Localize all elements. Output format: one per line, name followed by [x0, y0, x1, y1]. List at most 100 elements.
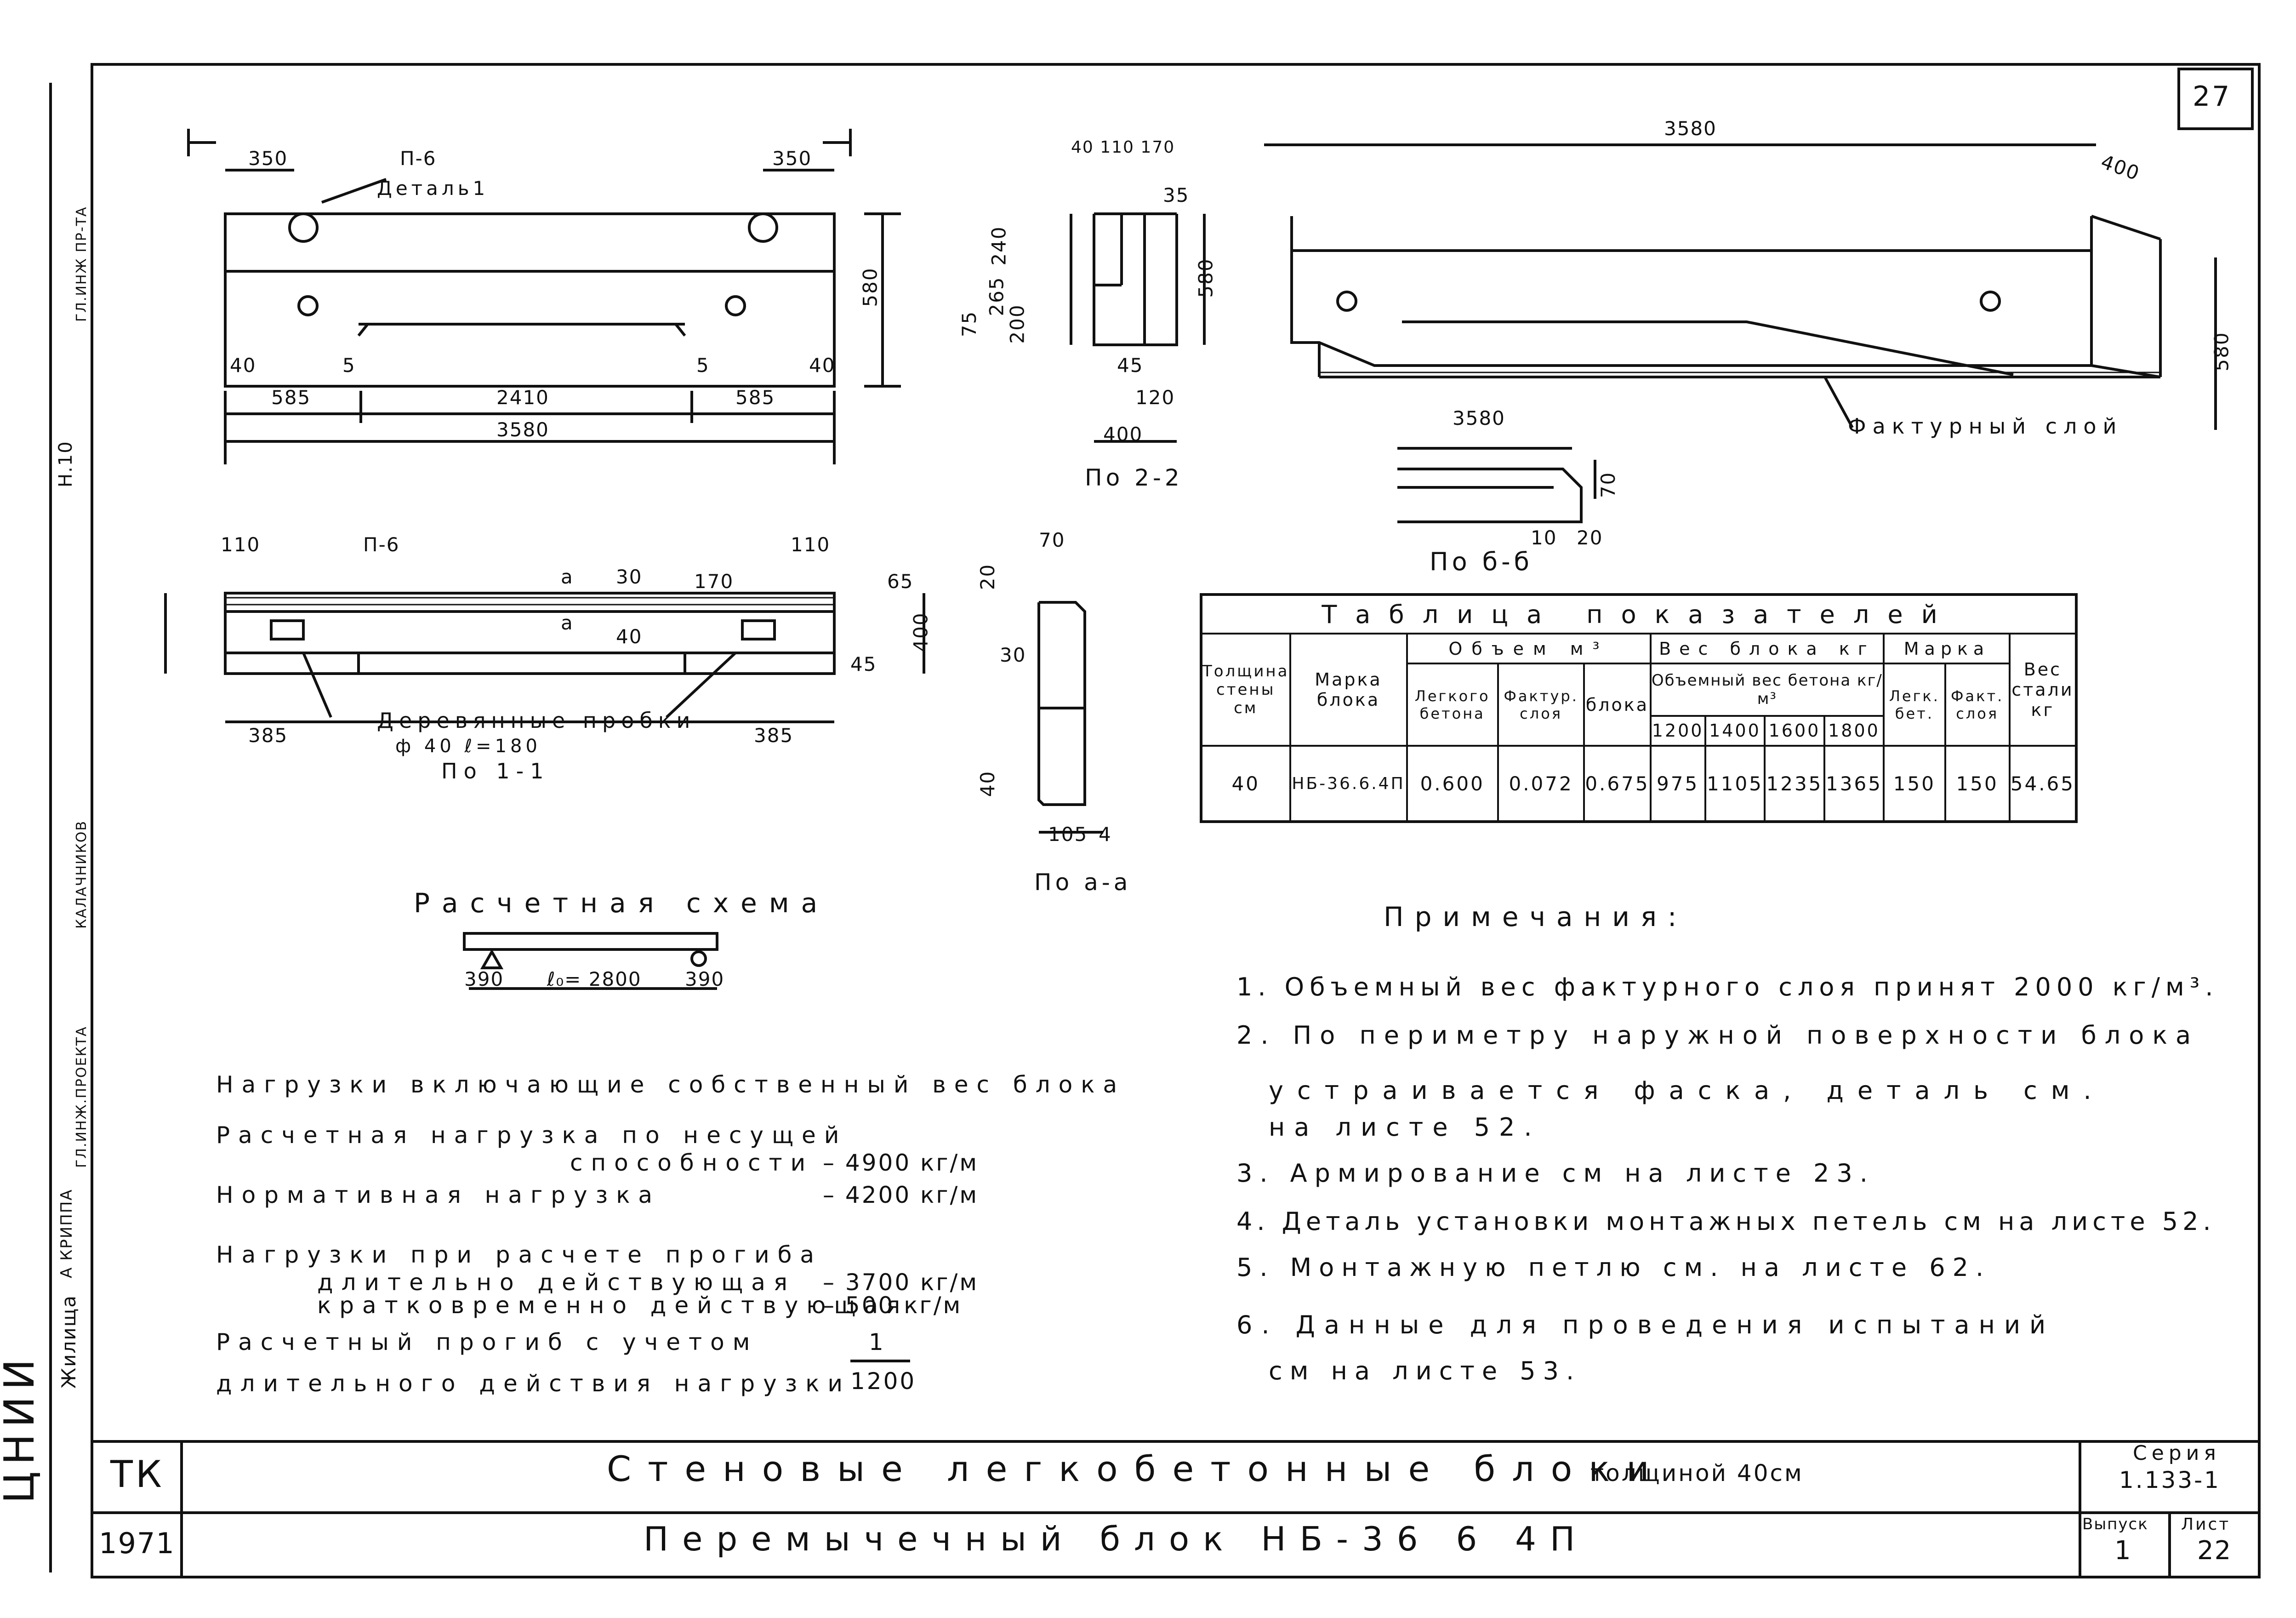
dim-2410: 2410 — [496, 386, 549, 409]
note-3: 3. Армирование см на листе 23. — [1236, 1159, 1875, 1188]
plan-385-left: 385 — [248, 724, 288, 747]
elevation-detail-label: Деталь1 — [377, 177, 489, 200]
plan-30: 30 — [616, 566, 643, 588]
s22-35: 35 — [1163, 184, 1190, 206]
td-light: 0.600 — [1406, 745, 1499, 823]
plugs-size: ф 40 ℓ=180 — [395, 736, 541, 757]
side-label-4: Н.10 — [55, 440, 76, 487]
persp-3580: 3580 — [1664, 117, 1717, 140]
sa-20: 20 — [976, 563, 999, 590]
stamp-title: Стеновые легкобетонные блоки — [607, 1448, 1666, 1489]
dim-40-left: 40 — [230, 354, 256, 377]
note-2b: устраивается фаска, деталь см. — [1269, 1076, 2105, 1105]
sb-20: 20 — [1577, 526, 1603, 549]
td-steel: 54.65 — [2008, 745, 2078, 823]
design-load-label: Расчетная нагрузка по несущей — [216, 1122, 848, 1149]
plan-110-left: 110 — [221, 533, 261, 556]
th-thickness: Толщина стены см — [1200, 633, 1291, 747]
long-load-label: длительно действующая — [317, 1269, 796, 1296]
table-title: Таблица показателей — [1200, 594, 2077, 635]
plan-65: 65 — [887, 570, 914, 593]
sa-70: 70 — [1039, 529, 1065, 551]
side-label-0: Жилища — [57, 1295, 80, 1389]
design-load-value: – 4900 кг/м — [823, 1149, 979, 1176]
plan-40: 40 — [616, 625, 643, 648]
td-mark: НБ-36.6.4П — [1289, 745, 1408, 823]
dim-585-left: 585 — [271, 386, 311, 409]
th-mark-light: Легк. бет. — [1883, 663, 1946, 747]
indicators-table: Таблица показателей Толщина стены см Мар… — [1200, 593, 2078, 823]
th-volweight: Объемный вес бетона кг/м³ — [1649, 663, 1885, 717]
th-block: блока — [1583, 663, 1652, 747]
plan-a-bottom: а — [561, 612, 574, 634]
short-load-label: кратковременно действующая — [317, 1292, 909, 1319]
stamp-thickness: толщиной 40см — [1590, 1460, 1804, 1487]
stamp-subtitle: Перемычечный блок НБ-36 6 4П — [644, 1520, 1589, 1558]
dim-350-right: 350 — [772, 147, 812, 170]
td-w1200: 975 — [1649, 745, 1706, 823]
notes-heading: Примечания: — [1384, 901, 1688, 932]
sheet-label: Лист — [2181, 1515, 2231, 1534]
s22-580: 580 — [1194, 258, 1217, 298]
td-mark-light: 150 — [1883, 745, 1946, 823]
td-w1600: 1235 — [1764, 745, 1825, 823]
long-load-value: – 3700 кг/м — [823, 1269, 979, 1296]
th-1600: 1600 — [1764, 715, 1825, 747]
sheet-value: 22 — [2197, 1536, 2232, 1566]
dim-3580: 3580 — [496, 418, 549, 441]
th-light-concrete: Легкого бетона — [1406, 663, 1499, 747]
fraction-denominator: 1200 — [850, 1368, 917, 1395]
td-mark-texture: 150 — [1944, 745, 2011, 823]
scheme-support-right: 390 — [685, 968, 725, 990]
section-b-b-label: По б-б — [1430, 547, 1533, 576]
section-a-a-label: По а-а — [1034, 869, 1132, 896]
sa-4: 4 — [1099, 823, 1112, 846]
th-concrete-mark: Марка — [1883, 632, 2011, 665]
th-weight: Вес блока кг — [1649, 632, 1885, 665]
plan-110-right: 110 — [791, 533, 831, 556]
th-1800: 1800 — [1823, 715, 1885, 747]
th-steel: Вес стали кг — [2008, 633, 2078, 747]
plan-400: 400 — [909, 612, 932, 652]
sa-30: 30 — [1000, 644, 1026, 666]
th-volume: Объем м³ — [1406, 632, 1652, 665]
plan-45: 45 — [850, 653, 877, 675]
note-2c: на листе 52. — [1269, 1113, 1541, 1142]
sb-70: 70 — [1597, 471, 1620, 498]
dim-5-left: 5 — [342, 354, 356, 377]
side-label-2: ГЛ.ИНЖ.ПРОЕКТА — [74, 1026, 90, 1168]
series-label: Серия — [2133, 1441, 2221, 1465]
td-texture: 0.072 — [1497, 745, 1585, 823]
fraction-numerator: 1 — [869, 1329, 892, 1355]
section-1-1-label: По 1-1 — [441, 759, 550, 783]
note-4: 4. Деталь установки монтажных петель см … — [1236, 1207, 2216, 1236]
issue-label: Выпуск — [2082, 1515, 2148, 1533]
dim-580: 580 — [859, 267, 882, 307]
dim-5-right: 5 — [696, 354, 710, 377]
side-label-3: КАЛАЧНИКОВ — [74, 820, 90, 929]
scheme-support-left: 390 — [464, 968, 504, 990]
s22-120: 120 — [1135, 386, 1175, 409]
normative-load-label: Нормативная нагрузка — [216, 1182, 661, 1208]
td-block: 0.675 — [1583, 745, 1652, 823]
design-load-label-2: способности — [570, 1149, 814, 1176]
dim-40-right: 40 — [809, 354, 836, 377]
side-label-1: А КРИППА — [57, 1189, 76, 1278]
s22-top-dims: 40 110 170 — [1071, 138, 1175, 157]
note-6b: см на листе 53. — [1269, 1356, 1582, 1385]
side-label-5: ГЛ.ИНЖ ПР-ТА — [74, 206, 90, 322]
sa-105: 105 — [1048, 823, 1088, 846]
plan-a-top: а — [561, 566, 574, 588]
calc-deflection-label: Расчетный прогиб с учетом — [216, 1329, 758, 1355]
short-load-value: – 500 кг/м — [823, 1292, 963, 1319]
s22-75: 75 — [958, 310, 981, 337]
note-2a: 2. По периметру наружной поверхности бло… — [1236, 1021, 2199, 1050]
wooden-plugs-label: Деревянные пробки — [377, 708, 696, 733]
td-w1800: 1365 — [1823, 745, 1885, 823]
loads-heading: Нагрузки включающие собственный вес блок… — [216, 1071, 1126, 1098]
sa-40: 40 — [976, 770, 999, 797]
stamp-year: 1971 — [99, 1527, 175, 1560]
s22-400: 400 — [1103, 423, 1143, 446]
stamp-org: ТК — [110, 1453, 165, 1496]
